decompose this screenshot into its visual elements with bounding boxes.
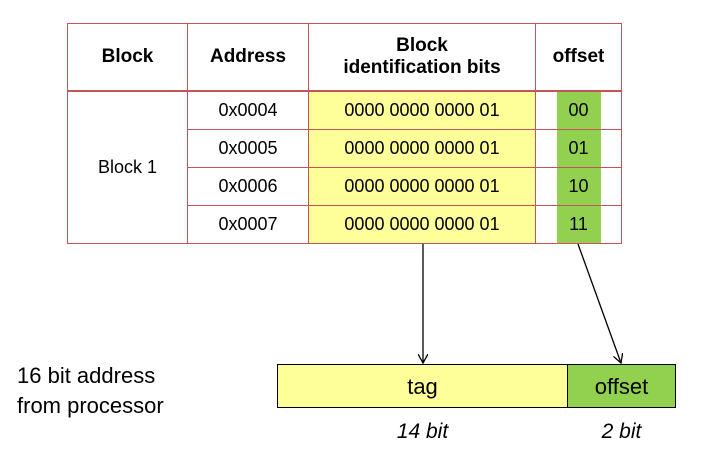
offset-value: 00 [556, 92, 601, 129]
tag-segment: tag [277, 364, 568, 408]
bits-cell: 0000 0000 0000 01 [308, 205, 536, 244]
table-row: 0x0006 0000 0000 0000 01 10 [68, 167, 622, 206]
processor-label-line1: 16 bit address [17, 363, 156, 388]
offset-value: 10 [556, 168, 601, 205]
offset-cell: 10 [535, 167, 622, 206]
offset-value: 01 [556, 130, 601, 167]
offset-cell: 11 [535, 205, 622, 244]
offset-arrow [577, 243, 621, 363]
address-cell: 0x0007 [187, 205, 309, 244]
header-bits-line1: Block [396, 35, 448, 57]
header-bits-line2: identification bits [343, 57, 501, 78]
offset-cell: 01 [535, 129, 622, 168]
tag-bits-label: 14 bit [396, 420, 449, 443]
address-cell: 0x0006 [187, 167, 309, 206]
table-row: 0x0007 0000 0000 0000 01 11 [68, 205, 622, 244]
offset-segment: offset [567, 364, 676, 408]
address-cell: 0x0005 [187, 129, 309, 168]
offset-value: 11 [556, 206, 601, 243]
table-row: 0x0005 0000 0000 0000 01 01 [68, 129, 622, 168]
header-block: Block [67, 23, 188, 92]
address-table: Block Address Block identification bits … [67, 23, 622, 244]
header-offset: offset [535, 23, 622, 92]
offset-bits-label: 2 bit [601, 420, 642, 443]
address-cell: 0x0004 [187, 90, 309, 130]
processor-label-line2: from processor [17, 393, 164, 418]
bits-cell: 0000 0000 0000 01 [308, 129, 536, 168]
bits-cell: 0000 0000 0000 01 [308, 90, 536, 130]
processor-address-label: 16 bit address from processor [17, 361, 164, 421]
header-address: Address [187, 23, 309, 92]
block-name-cell: Block 1 [67, 90, 188, 244]
table-header-row: Block Address Block identification bits … [67, 23, 622, 92]
bits-cell: 0000 0000 0000 01 [308, 167, 536, 206]
table-row: Block 1 0x0004 0000 0000 0000 01 00 [67, 90, 622, 244]
